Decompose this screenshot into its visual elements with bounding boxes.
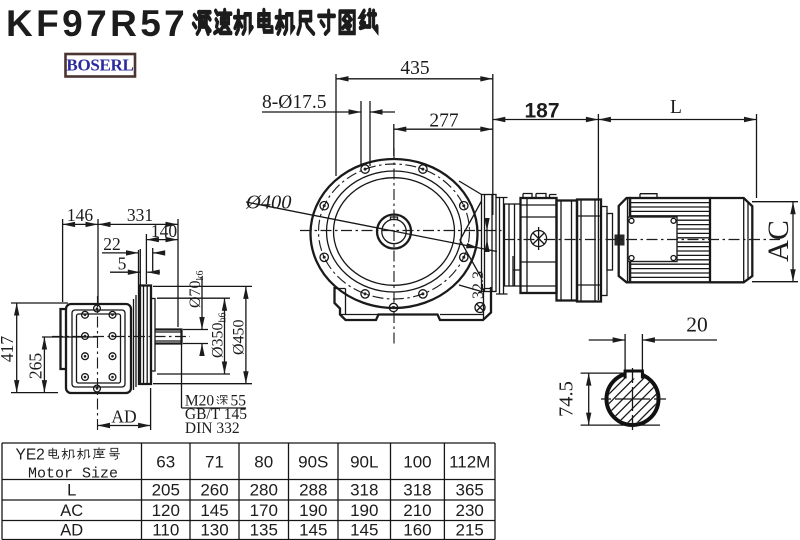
svg-text:22: 22 <box>103 234 121 254</box>
svg-text:32.3: 32.3 <box>470 271 487 299</box>
svg-text:135: 135 <box>250 521 278 540</box>
svg-text:130: 130 <box>200 521 228 540</box>
svg-text:M20: M20 <box>185 392 215 409</box>
svg-text:146: 146 <box>67 205 94 225</box>
svg-text:187: 187 <box>524 100 559 123</box>
svg-text:435: 435 <box>400 58 429 79</box>
svg-text:110: 110 <box>152 521 179 540</box>
svg-text:190: 190 <box>350 501 378 520</box>
svg-text:145: 145 <box>200 501 228 520</box>
svg-text:Ø350h6: Ø350h6 <box>210 312 229 358</box>
svg-text:318: 318 <box>350 480 378 499</box>
svg-text:80: 80 <box>254 453 273 472</box>
svg-text:63: 63 <box>156 453 175 472</box>
svg-text:AC: AC <box>60 502 83 520</box>
svg-text:71: 71 <box>205 453 224 472</box>
svg-text:74.5: 74.5 <box>556 381 578 417</box>
svg-text:DIN 332: DIN 332 <box>185 420 240 437</box>
svg-text:260: 260 <box>200 480 228 499</box>
svg-text:AC: AC <box>762 220 795 262</box>
svg-text:BOSERL: BOSERL <box>66 56 133 75</box>
svg-text:90S: 90S <box>298 453 328 472</box>
svg-text:140: 140 <box>151 221 178 241</box>
svg-text:331: 331 <box>127 205 153 225</box>
svg-text:112M: 112M <box>449 453 490 472</box>
svg-text:90L: 90L <box>350 453 378 472</box>
svg-text:230: 230 <box>456 501 484 520</box>
svg-text:5: 5 <box>118 254 127 274</box>
svg-text:205: 205 <box>152 480 180 499</box>
svg-text:20: 20 <box>686 313 708 337</box>
svg-text:YE2: YE2 <box>16 447 45 464</box>
svg-text:AD: AD <box>60 522 83 540</box>
svg-text:8-Ø17.5: 8-Ø17.5 <box>262 92 326 113</box>
svg-text:L: L <box>67 481 76 499</box>
svg-text:AD: AD <box>111 407 136 427</box>
svg-text:Ø450: Ø450 <box>231 319 248 355</box>
svg-text:280: 280 <box>250 480 278 499</box>
svg-text:288: 288 <box>299 480 327 499</box>
svg-text:318: 318 <box>403 480 431 499</box>
svg-text:GB/T 145: GB/T 145 <box>185 406 247 423</box>
svg-text:210: 210 <box>403 501 431 520</box>
svg-text:160: 160 <box>403 521 431 540</box>
svg-text:KF97R57: KF97R57 <box>6 3 188 44</box>
svg-text:277: 277 <box>429 111 459 132</box>
svg-text:170: 170 <box>250 501 278 520</box>
svg-text:190: 190 <box>299 501 327 520</box>
svg-text:Ø400: Ø400 <box>245 192 292 214</box>
svg-text:145: 145 <box>350 521 378 540</box>
svg-text:215: 215 <box>456 521 484 540</box>
svg-text:417: 417 <box>0 336 17 363</box>
svg-text:145: 145 <box>299 521 327 540</box>
svg-text:Motor Size: Motor Size <box>28 466 118 483</box>
svg-text:55: 55 <box>231 392 247 409</box>
svg-text:L: L <box>670 97 682 118</box>
svg-text:100: 100 <box>403 453 431 472</box>
svg-text:120: 120 <box>152 501 180 520</box>
svg-text:365: 365 <box>456 480 484 499</box>
svg-text:265: 265 <box>26 353 46 380</box>
